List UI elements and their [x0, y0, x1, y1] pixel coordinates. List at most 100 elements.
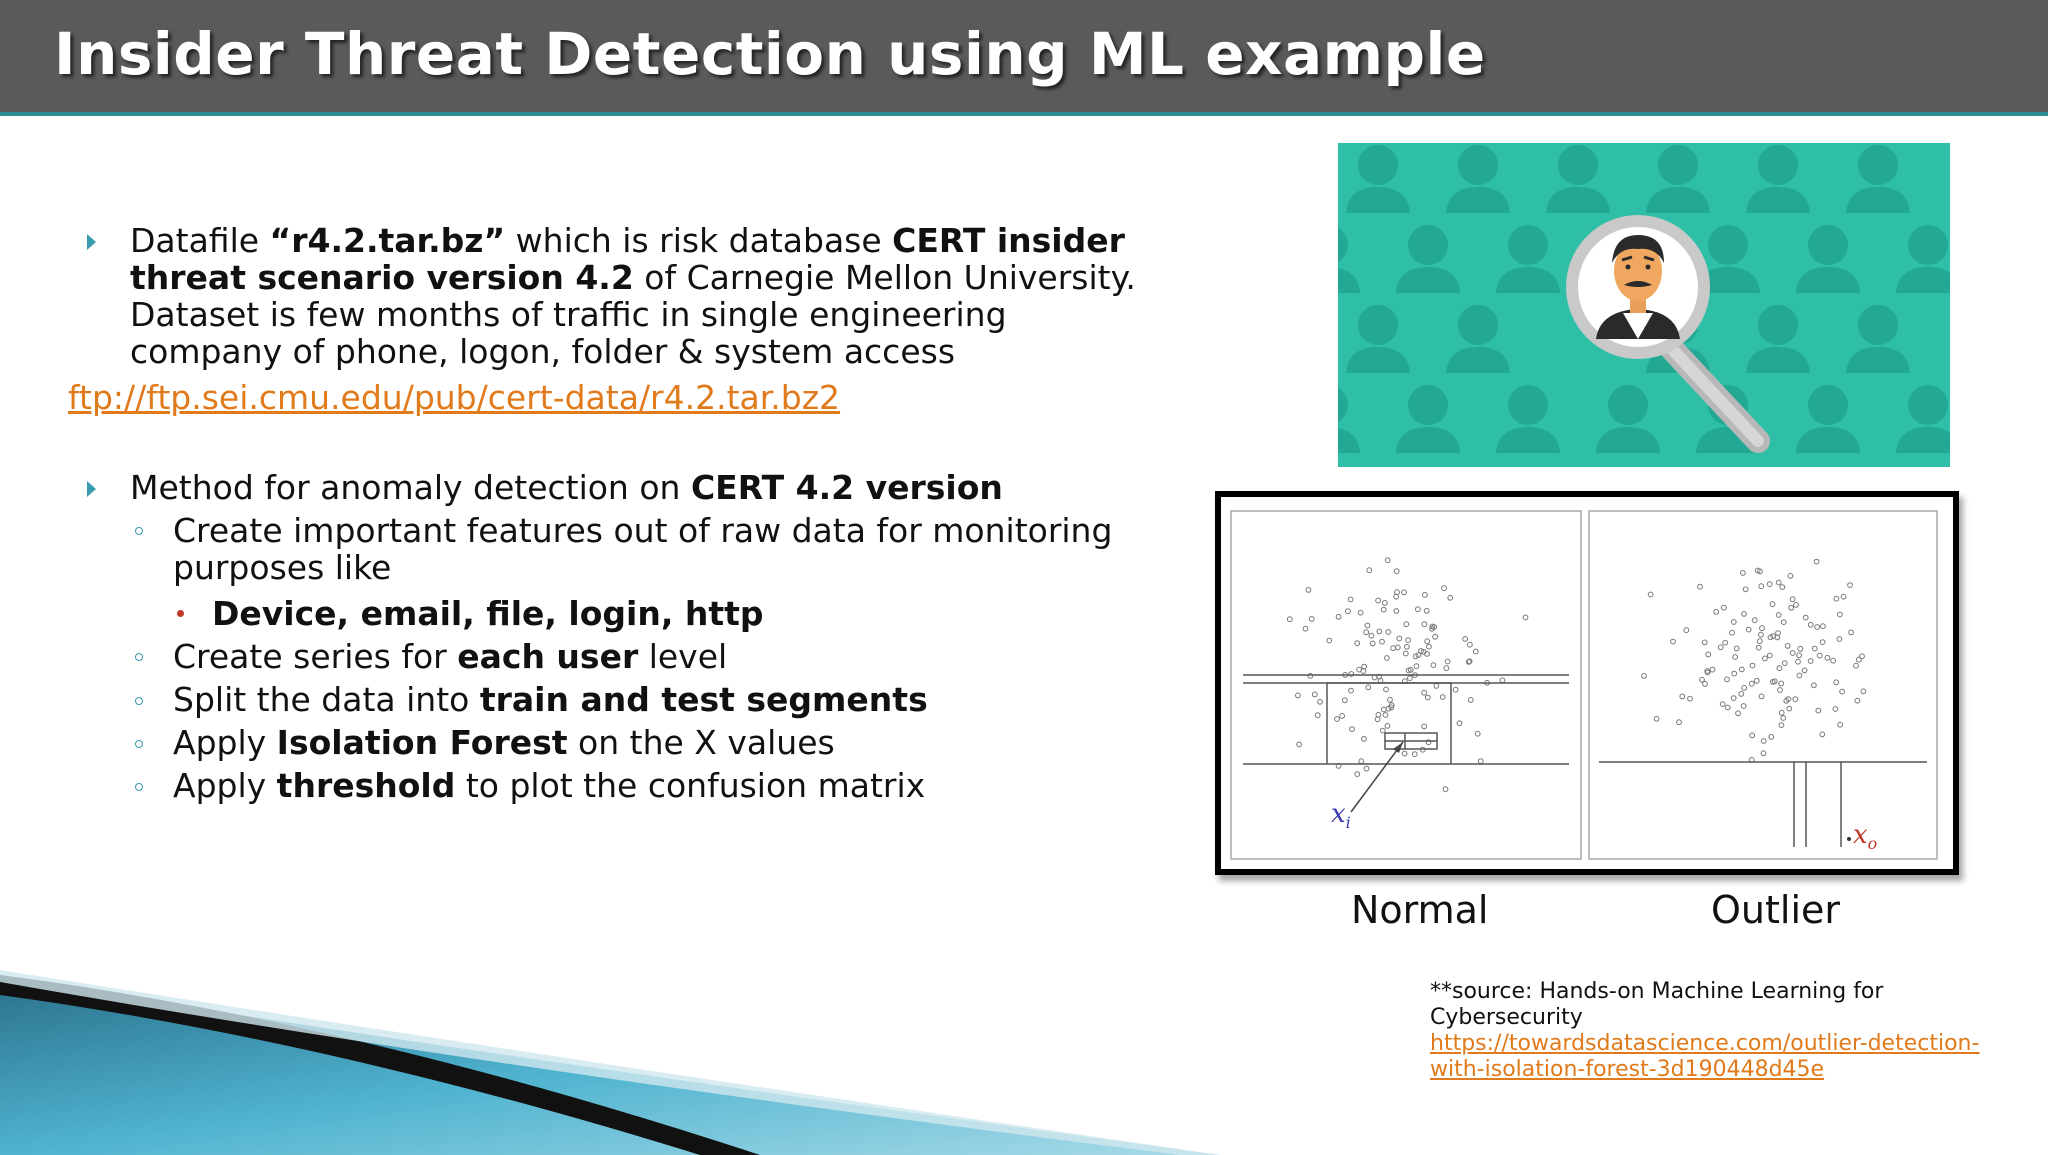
- scatter-point: [1801, 667, 1808, 674]
- scatter-point: [1784, 643, 1791, 649]
- normal-panel: [1230, 510, 1582, 860]
- scatter-point: [1840, 593, 1847, 600]
- scatter-point: [1405, 637, 1412, 644]
- scatter-point: [1741, 685, 1748, 691]
- scatter-point: [1766, 581, 1773, 587]
- xi-pointer: [1350, 741, 1404, 813]
- scatter-point: [1432, 633, 1439, 640]
- cert-data-link[interactable]: ftp://ftp.sei.cmu.edu/pub/cert-data/r4.2…: [68, 378, 841, 417]
- crowd-silhouettes: [1338, 145, 1950, 453]
- scatter-point: [1789, 596, 1796, 603]
- scatter-point: [1422, 592, 1428, 598]
- source-line1: **source: Hands-on Machine Learning for: [1430, 979, 1884, 1004]
- scatter-point: [1797, 645, 1804, 652]
- scatter-point: [1401, 589, 1408, 596]
- scatter-point: [1474, 730, 1481, 737]
- scatter-point: [1709, 666, 1716, 673]
- scatter-point: [1837, 611, 1843, 618]
- scatter-point: [1781, 660, 1788, 667]
- scatter-point: [1780, 619, 1787, 625]
- scatter-point: [1384, 723, 1391, 729]
- scatter-point: [1768, 734, 1775, 740]
- scatter-point: [1381, 600, 1388, 606]
- scatter-point: [1859, 653, 1865, 660]
- scatter-point: [1811, 645, 1818, 652]
- scatter-point: [1701, 639, 1708, 646]
- scatter-point: [1760, 750, 1767, 757]
- scatter-point: [1813, 558, 1820, 565]
- scatter-point: [1295, 692, 1301, 699]
- magnifier-person-icon: [1338, 145, 1950, 453]
- scatter-point: [1837, 721, 1843, 728]
- scatter-point: [1788, 604, 1795, 611]
- scatter-point: [1388, 704, 1395, 711]
- title-bar: Insider Threat Detection using ML exampl…: [0, 0, 2048, 116]
- scatter-point: [1394, 644, 1401, 651]
- scatter-point: [1522, 614, 1529, 621]
- scatter-point: [1699, 676, 1705, 683]
- scatter-point: [1365, 684, 1372, 691]
- scatter-point: [1382, 712, 1389, 718]
- scatter-point: [1802, 614, 1809, 621]
- scatter-point: [1749, 732, 1756, 739]
- scatter-point: [1748, 680, 1755, 687]
- outlier-partitions: [1599, 761, 1927, 847]
- scatter-point: [1366, 567, 1373, 574]
- scatter-point: [1730, 695, 1737, 702]
- sub-features: Create important features out of raw dat…: [173, 512, 1173, 586]
- scatter-point: [1795, 658, 1801, 665]
- scatter-point: [1379, 638, 1385, 645]
- scatter-point: [1467, 697, 1474, 703]
- bullet-arrow-icon: [87, 234, 96, 250]
- scatter-point: [1713, 608, 1720, 615]
- outlier-points: [1641, 558, 1867, 763]
- scatter-point: [1467, 641, 1473, 648]
- scatter-point: [1775, 612, 1782, 618]
- scatter-point: [1749, 662, 1756, 669]
- scatter-point: [1793, 602, 1799, 608]
- scatter-point: [1447, 594, 1454, 601]
- scatter-point: [1653, 715, 1660, 722]
- source-link[interactable]: https://towardsdatascience.com/outlier-d…: [1430, 1031, 1979, 1082]
- scatter-point: [1760, 738, 1767, 744]
- dot-bullet-icon: [177, 610, 184, 617]
- scatter-point: [1413, 663, 1420, 670]
- scatter-point: [1719, 701, 1726, 708]
- scatter-point: [1431, 624, 1438, 630]
- scatter-point: [1415, 606, 1421, 613]
- scatter-point: [1779, 584, 1786, 590]
- scatter-point: [1815, 707, 1822, 714]
- scatter-point: [1785, 696, 1792, 703]
- scatter-point: [1767, 634, 1774, 641]
- scatter-point: [1317, 698, 1323, 705]
- caption-normal: Normal: [1351, 888, 1489, 932]
- scatter-point: [1787, 573, 1794, 579]
- scatter-point: [1753, 677, 1760, 684]
- scatter-point: [1738, 691, 1745, 697]
- scatter-point: [1363, 765, 1370, 772]
- scatter-point: [1735, 710, 1741, 717]
- scatter-point: [1456, 720, 1463, 727]
- source-line2: Cybersecurity: [1430, 1005, 1583, 1030]
- scatter-point: [1756, 638, 1763, 645]
- scatter-point: [1374, 716, 1381, 723]
- scatter-point: [1778, 680, 1785, 687]
- scatter-point: [1819, 731, 1826, 738]
- scatter-point: [1375, 597, 1382, 604]
- source-link-line1: https://towardsdatascience.com/outlier-d…: [1430, 1031, 1980, 1056]
- bullet-datafile-line3: Dataset is few months of traffic in sing…: [130, 295, 1007, 334]
- scatter-point: [1452, 686, 1459, 693]
- scatter-point: [1424, 651, 1430, 657]
- scatter-point: [1401, 750, 1408, 757]
- scatter-point: [1769, 601, 1776, 608]
- circle-bullet-icon: [135, 653, 143, 661]
- scatter-point: [1462, 636, 1469, 642]
- scatter-point: [1314, 712, 1321, 719]
- scatter-point: [1380, 606, 1387, 613]
- scatter-point: [1778, 722, 1785, 729]
- scatter-point: [1384, 557, 1391, 564]
- scatter-point: [1369, 640, 1376, 647]
- scatter-point: [1789, 650, 1796, 656]
- bullet-method: Method for anomaly detection on CERT 4.2…: [130, 468, 1003, 507]
- sub-features-line2: purposes like: [173, 548, 392, 587]
